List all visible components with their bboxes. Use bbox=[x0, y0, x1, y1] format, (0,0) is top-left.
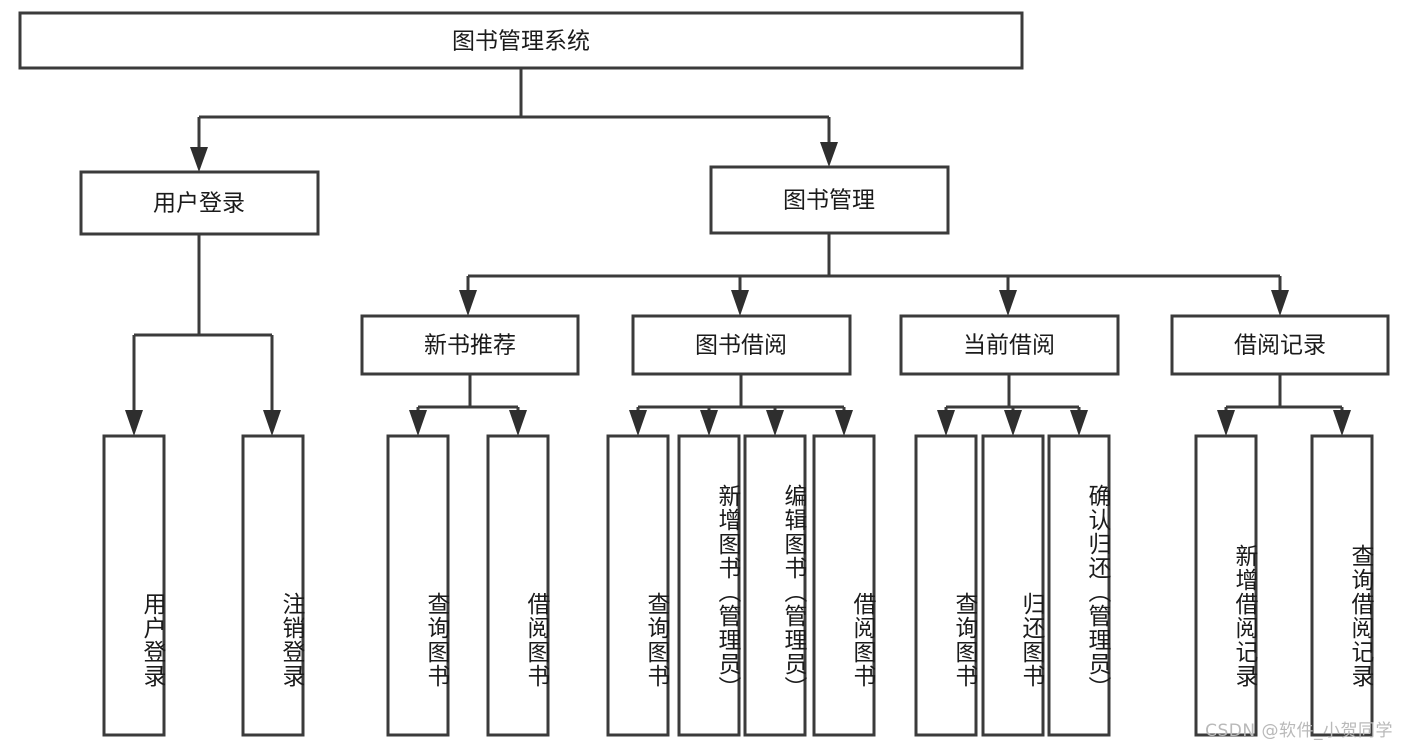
arrow-to-leaf-return-book bbox=[1004, 410, 1022, 436]
connector-group-current-borrow bbox=[937, 374, 1088, 436]
arrow-to-leaf-query-book-2 bbox=[629, 410, 647, 436]
node-borrow-record[interactable]: 借阅记录 bbox=[1170, 314, 1390, 376]
node-user-login-label: 用户登录 bbox=[153, 191, 245, 217]
arrow-to-borrow-record bbox=[1271, 290, 1289, 316]
node-leaf-edit-book-box[interactable] bbox=[743, 434, 807, 737]
node-new-book-recommend-label: 新书推荐 bbox=[424, 333, 516, 359]
node-book-manage[interactable]: 图书管理 bbox=[709, 165, 950, 235]
connector-group-new-book-recommend bbox=[409, 374, 527, 436]
node-borrow-record-label: 借阅记录 bbox=[1234, 333, 1326, 359]
node-root-box[interactable] bbox=[18, 11, 1024, 70]
arrow-to-leaf-add-record bbox=[1217, 410, 1235, 436]
node-user-login[interactable]: 用户登录 bbox=[79, 170, 320, 236]
node-root-label: 图书管理系统 bbox=[452, 29, 590, 55]
node-leaf-borrow-book-2-box[interactable] bbox=[812, 434, 876, 737]
node-new-book-recommend-box[interactable] bbox=[360, 314, 580, 376]
connector-group-book-borrow bbox=[629, 374, 853, 436]
node-leaf-add-record-box[interactable] bbox=[1194, 434, 1258, 737]
csdn-watermark: CSDN @软件_小贺同学 bbox=[1205, 721, 1393, 741]
node-leaf-borrow-book-1-box[interactable] bbox=[486, 434, 550, 737]
connector-group-user-login bbox=[125, 234, 281, 436]
arrow-to-new-book-recommend bbox=[459, 290, 477, 316]
arrow-to-book-borrow bbox=[731, 290, 749, 316]
arrow-to-leaf-user-login bbox=[125, 410, 143, 436]
node-current-borrow[interactable]: 当前借阅 bbox=[899, 314, 1120, 376]
node-book-manage-box[interactable] bbox=[709, 165, 950, 235]
arrow-to-leaf-query-record bbox=[1333, 410, 1351, 436]
arrow-to-leaf-query-book-1 bbox=[409, 410, 427, 436]
node-leaf-add-book-box[interactable] bbox=[677, 434, 741, 737]
node-book-borrow-label: 图书借阅 bbox=[695, 333, 787, 359]
node-leaf-confirm-return-box[interactable] bbox=[1047, 434, 1111, 737]
node-leaf-query-book-3-box[interactable] bbox=[914, 434, 978, 737]
connector-group-borrow-record bbox=[1217, 374, 1351, 436]
node-book-manage-label: 图书管理 bbox=[783, 188, 875, 214]
arrow-to-leaf-confirm-return bbox=[1070, 410, 1088, 436]
arrow-to-leaf-edit-book bbox=[766, 410, 784, 436]
arrow-to-current-borrow bbox=[999, 290, 1017, 316]
node-leaf-query-book-2-box[interactable] bbox=[606, 434, 670, 737]
connector-group-root bbox=[190, 68, 838, 172]
node-leaf-query-book-1-box[interactable] bbox=[386, 434, 450, 737]
arrow-to-leaf-borrow-book-2 bbox=[835, 410, 853, 436]
node-leaf-query-record-box[interactable] bbox=[1310, 434, 1374, 737]
arrow-root-to-user-login bbox=[190, 147, 208, 172]
node-user-login-box[interactable] bbox=[79, 170, 320, 236]
node-leaf-logout-box[interactable] bbox=[241, 434, 305, 737]
arrow-to-leaf-query-book-3 bbox=[937, 410, 955, 436]
node-borrow-record-box[interactable] bbox=[1170, 314, 1390, 376]
arrow-to-leaf-logout bbox=[263, 410, 281, 436]
node-new-book-recommend[interactable]: 新书推荐 bbox=[360, 314, 580, 376]
node-book-borrow[interactable]: 图书借阅 bbox=[631, 314, 852, 376]
node-current-borrow-label: 当前借阅 bbox=[963, 333, 1055, 359]
arrow-to-leaf-borrow-book-1 bbox=[509, 410, 527, 436]
node-leaf-return-book-box[interactable] bbox=[981, 434, 1045, 737]
arrow-to-leaf-add-book bbox=[700, 410, 718, 436]
node-book-borrow-box[interactable] bbox=[631, 314, 852, 376]
node-current-borrow-box[interactable] bbox=[899, 314, 1120, 376]
node-root[interactable]: 图书管理系统 bbox=[18, 11, 1024, 70]
connector-group-book-manage bbox=[459, 233, 1289, 316]
node-leaf-user-login-box[interactable] bbox=[102, 434, 166, 737]
arrow-root-to-book-manage bbox=[820, 142, 838, 167]
leaf-boxes bbox=[102, 434, 1374, 737]
